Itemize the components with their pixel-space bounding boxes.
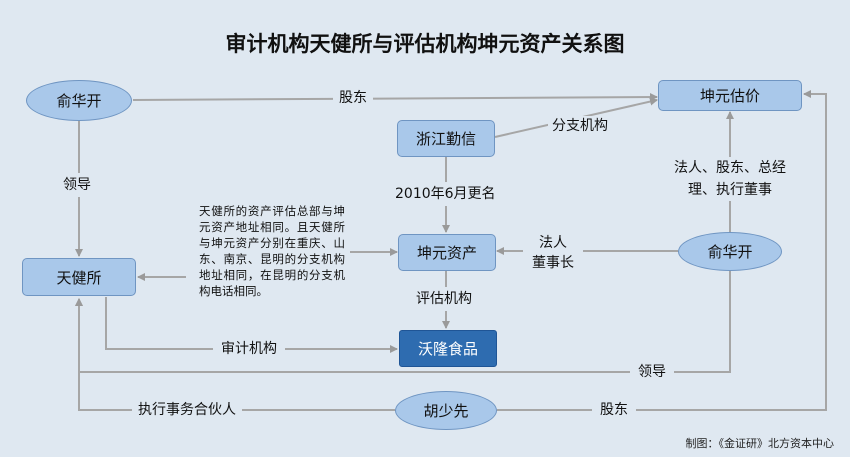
- edge-label-shareholder-top: 股东: [333, 88, 373, 108]
- edge-label-rename: 2010年6月更名: [393, 182, 498, 206]
- node-hu-shaoxian: 胡少先: [395, 391, 497, 430]
- node-tianjian: 天健所: [22, 258, 136, 296]
- edge-label-exec-partner: 执行事务合伙人: [132, 400, 242, 420]
- node-zhejiang-qinxin: 浙江勤信: [397, 120, 495, 157]
- node-wolong-food: 沃隆食品: [399, 330, 497, 367]
- edge-label-lead-left: 领导: [60, 173, 94, 197]
- edge-label-lead-bottom: 领导: [630, 362, 674, 382]
- edge-label-legal-rep-multi: 法人、股东、总经 理、执行董事: [664, 157, 796, 201]
- diagram-title: 审计机构天健所与评估机构坤元资产关系图: [225, 32, 625, 56]
- node-yu-huakai-right: 俞华开: [678, 232, 782, 271]
- node-kunyuan-gujia: 坤元估价: [658, 80, 802, 111]
- credit-text: 制图：《金证研》北方资本中心: [685, 437, 835, 450]
- edge-label-legal-rep-multi-line2: 理、执行董事: [688, 182, 772, 198]
- edge-label-legal-chair-line1: 法人: [539, 235, 567, 251]
- edge-label-shareholder-bottom: 股东: [592, 400, 636, 420]
- node-kunyuan-zichan: 坤元资产: [398, 234, 496, 271]
- edge-label-legal-chair: 法人 董事长: [523, 233, 583, 273]
- edge-label-audit-agency: 审计机构: [213, 339, 285, 359]
- edge-label-branch: 分支机构: [548, 116, 612, 136]
- edge-label-legal-chair-line2: 董事长: [532, 255, 574, 271]
- node-yu-huakai-left: 俞华开: [26, 80, 132, 121]
- edge-label-eval-agency: 评估机构: [412, 287, 476, 311]
- note-text: 天健所的资产评估总部与坤元资产地址相同。且天健所与坤元资产分别在重庆、山东、南京…: [199, 204, 345, 298]
- edge-label-legal-rep-multi-line1: 法人、股东、总经: [674, 160, 786, 176]
